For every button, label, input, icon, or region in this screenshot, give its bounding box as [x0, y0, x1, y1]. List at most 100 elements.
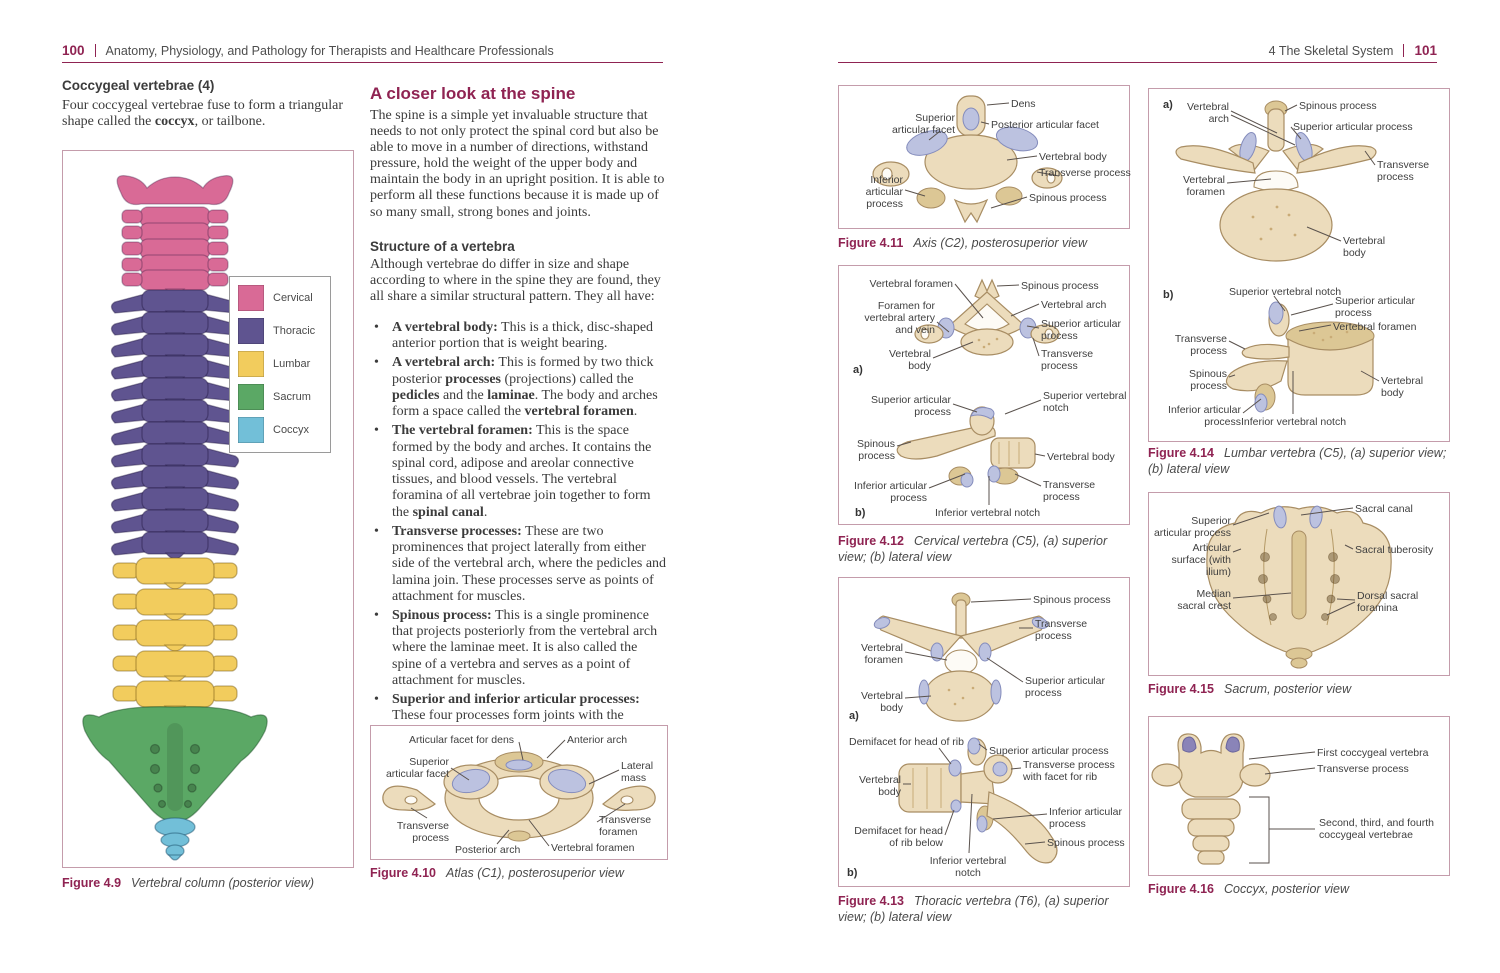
- right-header-rule: [838, 62, 1437, 63]
- sacrum-section: [82, 706, 268, 823]
- coccyx-swatch: [238, 417, 264, 443]
- figure-label: Sacral tuberosity: [1355, 544, 1434, 556]
- header-divider: [1403, 44, 1405, 57]
- figure-label: Vertebral body: [888, 348, 931, 373]
- figure-label: Demifacet for head of rib below: [854, 825, 943, 850]
- right-page-number: 101: [1414, 43, 1437, 58]
- part-marker-b: b): [847, 867, 858, 879]
- legend-row: Thoracic: [238, 318, 330, 344]
- figure-label: Anterior arch: [567, 734, 628, 746]
- figure-label: Foramen for vertebral artery and vein: [864, 300, 935, 337]
- figure-label: Transverse foramen: [599, 814, 652, 839]
- thoracic-swatch: [238, 318, 264, 344]
- figure-label: Transverse process: [1035, 618, 1088, 643]
- figure-4-14: a) Vertebral arch Spinous process Superi…: [1148, 88, 1450, 442]
- right-page-header: 4 The Skeletal System 101: [838, 42, 1437, 58]
- figure-label: Dorsal sacral foramina: [1357, 590, 1419, 615]
- legend-label: Thoracic: [273, 325, 316, 337]
- article-sub-intro: Although vertebrae do differ in size and…: [370, 257, 661, 305]
- figure-label: Spinous process: [1299, 100, 1377, 112]
- figure-label: Superior vertebral notch: [1043, 390, 1127, 415]
- figure-label: Vertebral body: [1047, 451, 1115, 463]
- figure-label: Inferior articular process: [865, 174, 903, 211]
- header-divider: [94, 44, 96, 57]
- figure-label: Inferior articular process: [1049, 806, 1122, 831]
- figure-label: Posterior arch: [455, 844, 521, 856]
- figure-label: Superior articular process: [1025, 675, 1105, 700]
- figure-label: Sacral canal: [1355, 503, 1413, 515]
- legend-row: Coccyx: [238, 417, 330, 443]
- figure-label: Superior articular process: [989, 745, 1109, 757]
- figure-label: Superior articular process: [1335, 295, 1415, 320]
- lumbar-swatch: [238, 351, 264, 377]
- left-header-rule: [62, 62, 663, 63]
- figure-label: Transverse process: [1043, 479, 1096, 504]
- thoracic-vertebra-illustration: [873, 592, 1058, 864]
- figure-label: Dens: [1011, 98, 1036, 110]
- figure-label: Superior articular process: [1041, 318, 1121, 343]
- legend-row: Lumbar: [238, 351, 330, 377]
- figure-label: Inferior vertebral notch: [935, 507, 1041, 519]
- left-page-header: 100 Anatomy, Physiology, and Pathology f…: [62, 42, 554, 58]
- cervical-section: [116, 174, 234, 295]
- figure-label: First coccygeal vertebra: [1317, 747, 1429, 759]
- part-marker-a: a): [849, 710, 859, 722]
- legend-label: Sacrum: [273, 391, 311, 403]
- figure-4-11: Dens Superior articular facet Posterior …: [838, 85, 1131, 229]
- figure-4-9: Cervical Thoracic Lumbar Sacrum Coccyx: [62, 150, 354, 868]
- figure-label: Transverse process with facet for rib: [1023, 759, 1115, 784]
- figure-label: Spinous process: [1033, 594, 1111, 606]
- article-intro: The spine is a simple yet invaluable str…: [370, 108, 665, 220]
- figure-4-10: Articular facet for dens Anterior arch S…: [370, 725, 668, 860]
- figure-4-15: Sacral canal Superior articular process …: [1148, 492, 1450, 676]
- vertebral-column-illustration: [82, 174, 268, 861]
- figure-label: Transverse process: [1041, 348, 1094, 373]
- part-marker-b: b): [1163, 289, 1174, 301]
- figure-label: Vertebral body: [1343, 235, 1386, 260]
- figure-label: Superior articular process: [871, 394, 951, 419]
- article-subheading: Structure of a vertebra: [370, 239, 515, 254]
- list-item: Spinous process: This is a single promin…: [370, 608, 668, 689]
- lumbar-section: [112, 557, 238, 713]
- figure-label: Transverse process: [1317, 763, 1409, 775]
- figure-4-12: Vertebral foramen Spinous process Verteb…: [838, 265, 1130, 525]
- legend-label: Cervical: [273, 292, 313, 304]
- lumbar-vertebra-illustration: [1175, 100, 1380, 414]
- figure-label: Superior articular process: [1293, 121, 1413, 133]
- list-item: The vertebral foramen: This is the space…: [370, 423, 668, 520]
- figure-label: Vertebral body: [1381, 375, 1424, 400]
- legend-label: Coccyx: [273, 424, 310, 436]
- list-item: Transverse processes: These are two prom…: [370, 524, 668, 605]
- coccyx-section: [154, 817, 196, 861]
- figure-label: Transverse process: [1039, 167, 1131, 179]
- figure-label: Spinous process: [1021, 280, 1099, 292]
- figure-label: Demifacet for head of rib: [849, 736, 964, 748]
- figure-4-16: First coccygeal vertebra Transverse proc…: [1148, 716, 1450, 876]
- left-running-title: Anatomy, Physiology, and Pathology for T…: [105, 44, 554, 58]
- coccyx-illustration: [1151, 733, 1316, 865]
- legend-row: Cervical: [238, 285, 330, 311]
- thoracic-section: [110, 289, 240, 560]
- figure-label: Spinous process: [857, 438, 895, 463]
- article-heading: A closer look at the spine: [370, 84, 576, 103]
- figure-label: Posterior articular facet: [991, 119, 1099, 131]
- figure-label: Vertebral arch: [1186, 101, 1229, 126]
- figure-label: Spinous process: [1189, 368, 1227, 393]
- figure-label: Transverse process: [1377, 159, 1430, 184]
- figure-label: Vertebral foramen: [1182, 174, 1225, 199]
- figure-label: Transverse process: [1174, 333, 1227, 358]
- legend-row: Sacrum: [238, 384, 330, 410]
- figure-label: Median sacral crest: [1177, 588, 1231, 613]
- figure-label: Vertebral body: [1039, 151, 1107, 163]
- figure-label: Vertebral body: [858, 774, 901, 799]
- vertebra-structure-list: A vertebral body: This is a thick, disc-…: [370, 320, 668, 744]
- figure-label: Articular facet for dens: [409, 734, 515, 746]
- figure-label: Second, third, and fourth coccygeal vert…: [1319, 817, 1434, 842]
- figure-label: Vertebral arch: [1041, 299, 1107, 311]
